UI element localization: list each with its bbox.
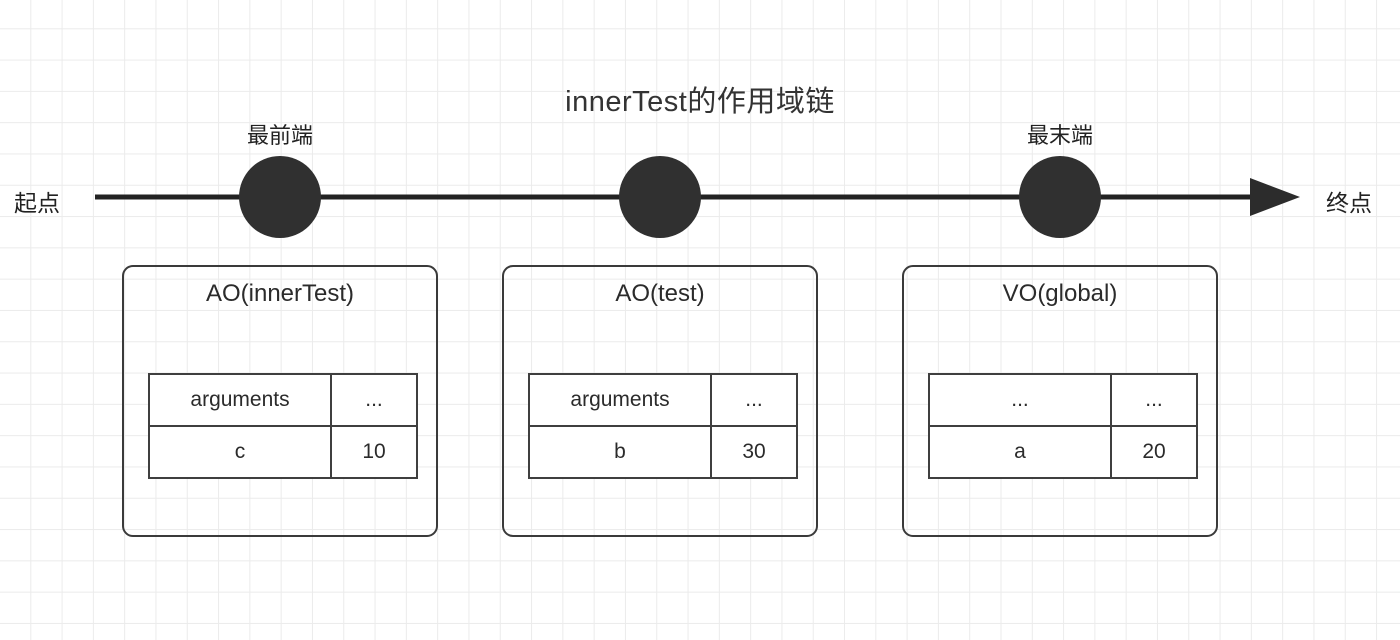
table-row: ... ... xyxy=(928,373,1198,427)
axis-end-label: 终点 xyxy=(1326,190,1372,216)
scope-box-title: VO(global) xyxy=(1002,280,1118,307)
variable-name-cell: arguments xyxy=(148,373,332,427)
variable-value-cell: ... xyxy=(330,373,418,427)
chain-node-global xyxy=(1019,156,1101,238)
variable-value-cell: ... xyxy=(1110,373,1198,427)
scope-variable-table: ... ... a 20 xyxy=(928,373,1198,479)
variable-name-cell: c xyxy=(148,425,332,479)
variable-name-cell: b xyxy=(528,425,712,479)
table-row: arguments ... xyxy=(528,373,798,427)
variable-value-cell: 10 xyxy=(330,425,418,479)
variable-name-cell: arguments xyxy=(528,373,712,427)
chain-node-test xyxy=(619,156,701,238)
scope-box-title: AO(innerTest) xyxy=(205,280,355,307)
axis-start-label: 起点 xyxy=(14,190,60,216)
axis-arrowhead xyxy=(1250,178,1300,216)
table-row: b 30 xyxy=(528,425,798,479)
scope-variable-table: arguments ... b 30 xyxy=(528,373,798,479)
table-row: c 10 xyxy=(148,425,418,479)
variable-name-cell: ... xyxy=(928,373,1112,427)
scope-box-title: AO(test) xyxy=(615,280,705,307)
table-row: a 20 xyxy=(928,425,1198,479)
scope-box-test[interactable]: AO(test) arguments ... b 30 xyxy=(502,265,818,537)
table-row: arguments ... xyxy=(148,373,418,427)
variable-name-cell: a xyxy=(928,425,1112,479)
node-label-front: 最前端 xyxy=(246,123,314,148)
scope-variable-table: arguments ... c 10 xyxy=(148,373,418,479)
scope-box-global[interactable]: VO(global) ... ... a 20 xyxy=(902,265,1218,537)
node-label-end: 最末端 xyxy=(1026,123,1094,148)
page-title: innerTest的作用域链 xyxy=(565,86,835,118)
variable-value-cell: 20 xyxy=(1110,425,1198,479)
variable-value-cell: ... xyxy=(710,373,798,427)
chain-node-innertest xyxy=(239,156,321,238)
scope-box-innertest[interactable]: AO(innerTest) arguments ... c 10 xyxy=(122,265,438,537)
variable-value-cell: 30 xyxy=(710,425,798,479)
